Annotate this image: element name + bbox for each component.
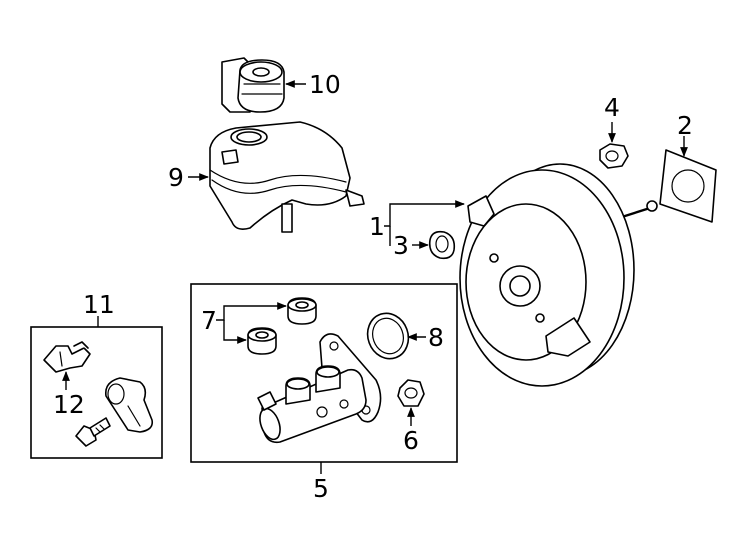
reservoir-seal-7b bbox=[247, 327, 277, 355]
gasket-2 bbox=[659, 149, 717, 223]
callout-6: 6 bbox=[403, 426, 419, 455]
bolt bbox=[75, 417, 111, 447]
callout-2: 2 bbox=[677, 111, 693, 140]
sensor-12 bbox=[43, 341, 91, 373]
sensor-bracket bbox=[104, 377, 154, 433]
nut-6 bbox=[397, 379, 425, 407]
nut-4 bbox=[599, 143, 629, 169]
sensor-box bbox=[30, 326, 163, 459]
callout-8: 8 bbox=[428, 323, 444, 352]
callout-12: 12 bbox=[53, 390, 85, 419]
leader-7 bbox=[216, 302, 287, 344]
master-cylinder bbox=[257, 333, 382, 444]
callout-10: 10 bbox=[309, 70, 341, 99]
reservoir-cap bbox=[221, 57, 285, 113]
grommet-3 bbox=[428, 230, 456, 260]
fluid-reservoir bbox=[209, 121, 365, 233]
o-ring-8 bbox=[366, 312, 410, 360]
callout-11: 11 bbox=[83, 290, 115, 319]
master-cylinder-box bbox=[190, 283, 458, 463]
callout-7: 7 bbox=[201, 306, 217, 335]
reservoir-seal-7a bbox=[287, 297, 317, 325]
callout-3: 3 bbox=[393, 231, 409, 260]
callout-5: 5 bbox=[313, 474, 329, 503]
callout-1: 1 bbox=[369, 212, 385, 241]
callout-4: 4 bbox=[604, 93, 620, 122]
brake-booster bbox=[459, 163, 658, 387]
leader-1 bbox=[384, 200, 465, 246]
callout-9: 9 bbox=[168, 163, 184, 192]
